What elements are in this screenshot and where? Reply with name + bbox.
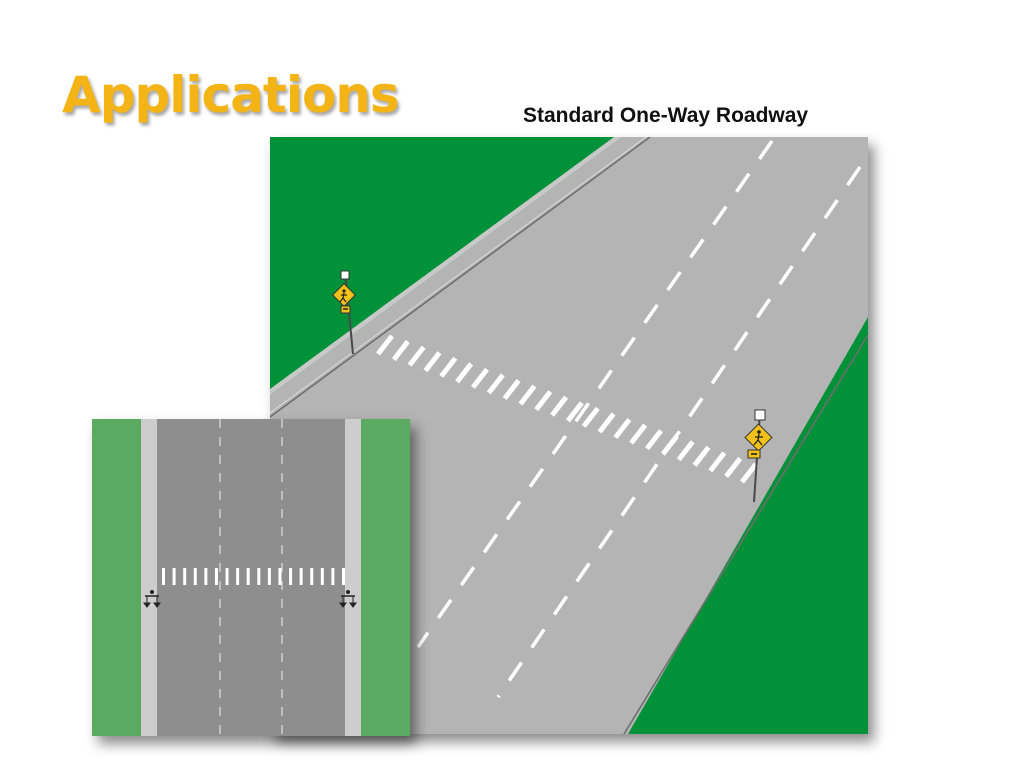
crosswalk-bar <box>455 362 474 384</box>
pedestrian-crossing-sign-icon <box>744 409 773 503</box>
plan-crosswalk-bar <box>289 568 293 585</box>
plan-crosswalk-bar <box>225 568 229 585</box>
crosswalk-bar <box>486 373 505 395</box>
crosswalk-bar <box>470 367 489 389</box>
plan-crosswalk-bar <box>193 568 197 585</box>
crosswalk-bars <box>376 334 758 484</box>
crosswalk-bar <box>692 445 711 467</box>
crosswalk-bar <box>708 451 727 473</box>
crosswalk-bar <box>660 434 679 456</box>
crosswalk-bar <box>724 456 743 478</box>
slide-title: Applications <box>62 66 400 124</box>
crosswalk-bar <box>613 417 632 440</box>
crosswalk-bar <box>740 462 758 484</box>
plan-crosswalk-bar <box>183 568 187 585</box>
plan-right-shoulder <box>345 419 361 736</box>
plan-crosswalk-bar <box>342 568 345 585</box>
plan-view-panel <box>92 419 410 736</box>
crosswalk-bar <box>534 390 553 412</box>
plan-crosswalk-bar <box>246 568 250 585</box>
road-surface <box>270 137 868 734</box>
plan-crosswalk <box>162 568 345 585</box>
left-edge-highlight <box>270 137 647 414</box>
plan-crosswalk-bar <box>331 568 335 585</box>
crosswalk-bar <box>407 345 426 367</box>
diagram-caption: Standard One-Way Roadway <box>523 104 809 127</box>
plan-left-shoulder <box>141 419 157 736</box>
right-edge-line <box>623 334 868 734</box>
crosswalk-bar <box>518 384 537 406</box>
plan-crosswalk-bar <box>172 568 176 585</box>
crosswalk-bar <box>376 334 394 356</box>
left-shoulder <box>270 137 622 395</box>
plan-crosswalk-bar <box>162 568 165 585</box>
plan-crosswalk-bar <box>267 568 271 585</box>
lane-line-2 <box>496 166 862 698</box>
plan-crosswalk-bar <box>310 568 314 585</box>
crosswalk-bar <box>676 440 695 462</box>
plan-crosswalk-bar <box>236 568 240 585</box>
pedestrian-crossing-sign-icon <box>331 270 357 355</box>
plan-road-surface <box>157 419 345 736</box>
plan-crosswalk-bar <box>320 568 324 585</box>
plan-crosswalk-bar <box>299 568 303 585</box>
plan-road-diagram <box>92 419 410 736</box>
plan-crosswalk-bar <box>278 568 282 585</box>
plan-crosswalk-bar <box>214 568 218 585</box>
left-edge-line <box>270 137 651 418</box>
crosswalk-bar <box>550 395 569 417</box>
crosswalk-bar <box>645 429 664 451</box>
sign-post-icon <box>143 590 161 608</box>
plan-crosswalk-bar <box>257 568 261 585</box>
crosswalk-bar <box>423 351 442 373</box>
crosswalk-bar <box>581 406 600 428</box>
crosswalk-bar <box>629 423 648 445</box>
crosswalk-bar <box>502 378 521 401</box>
plan-crosswalk-bar <box>204 568 208 585</box>
crosswalk-bar <box>565 401 584 423</box>
crosswalk-bar <box>439 356 458 378</box>
crosswalk-bar <box>597 412 616 434</box>
crosswalk-bar <box>391 340 410 362</box>
sign-post-icon <box>339 590 357 608</box>
